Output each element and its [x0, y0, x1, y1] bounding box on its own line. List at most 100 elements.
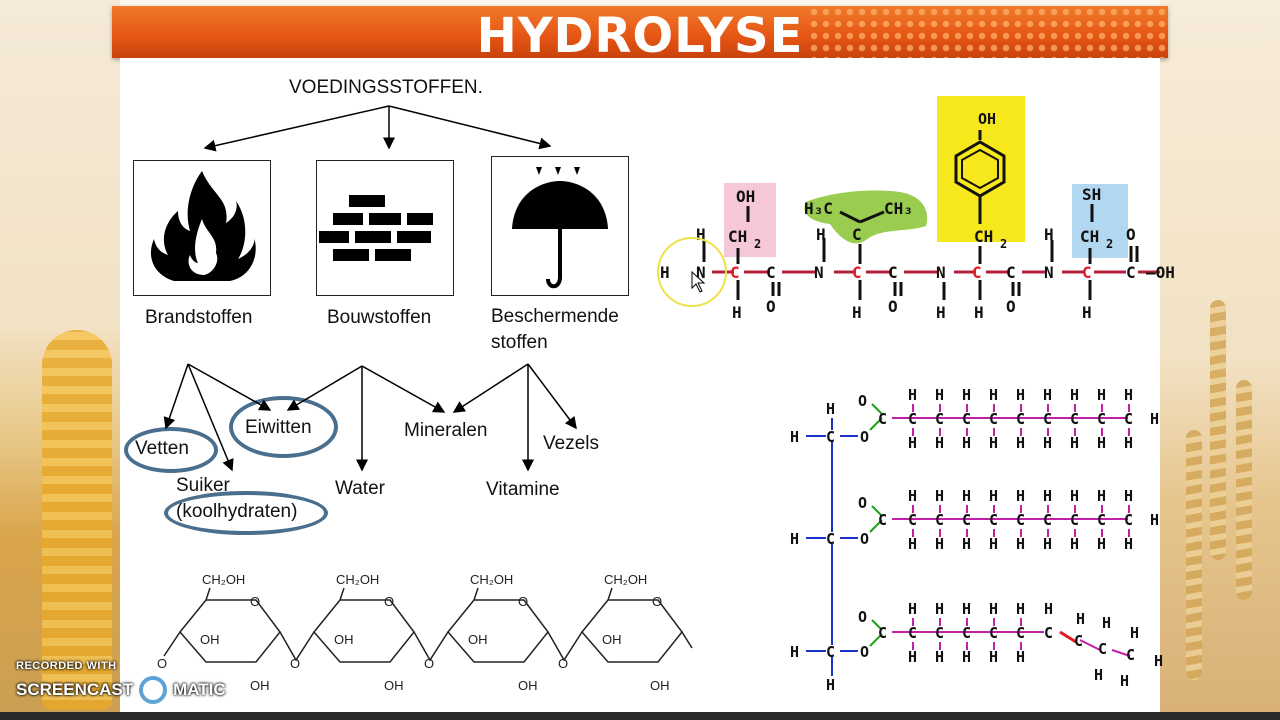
svg-text:C: C: [935, 410, 944, 428]
svg-text:H: H: [935, 600, 944, 618]
svg-text:2: 2: [754, 237, 761, 251]
svg-text:H: H: [935, 434, 944, 452]
wheat-decoration: [1236, 380, 1252, 600]
svg-text:C: C: [962, 511, 971, 529]
svg-text:C: C: [1097, 410, 1106, 428]
svg-text:C: C: [1043, 511, 1052, 529]
svg-text:SH: SH: [1082, 185, 1101, 204]
svg-text:OH: OH: [384, 678, 404, 693]
svg-text:H: H: [1150, 410, 1159, 428]
svg-text:H: H: [936, 303, 946, 322]
watermark-brand-left: SCREENCAST: [16, 680, 134, 699]
label-brandstoffen: Brandstoffen: [145, 307, 253, 328]
svg-text:H: H: [1102, 614, 1111, 632]
highlight-eiwitten: [229, 396, 338, 458]
svg-text:C: C: [878, 410, 887, 428]
heading-voedingsstoffen: VOEDINGSSTOFFEN.: [289, 77, 483, 98]
svg-text:H: H: [732, 303, 742, 322]
svg-text:C: C: [766, 263, 776, 282]
svg-text:H: H: [1076, 610, 1085, 628]
svg-text:H: H: [908, 648, 917, 666]
svg-text:C: C: [852, 263, 862, 282]
svg-text:H: H: [1016, 600, 1025, 618]
svg-text:H: H: [908, 600, 917, 618]
svg-text:C: C: [1070, 511, 1079, 529]
svg-text:H: H: [962, 386, 971, 404]
corn-decoration: [42, 330, 112, 710]
svg-text:O: O: [558, 656, 568, 671]
svg-text:H: H: [790, 643, 799, 661]
svg-text:H: H: [1124, 487, 1133, 505]
svg-text:H: H: [790, 428, 799, 446]
label-vezels: Vezels: [543, 433, 599, 454]
svg-text:–OH: –OH: [1146, 263, 1175, 282]
svg-text:H₃C: H₃C: [804, 199, 833, 218]
svg-text:N: N: [696, 263, 706, 282]
svg-text:H: H: [826, 676, 835, 694]
svg-text:H: H: [962, 600, 971, 618]
svg-text:N: N: [814, 263, 824, 282]
label-suiker: Suiker: [176, 475, 230, 496]
title-dots-pattern: [808, 6, 1168, 58]
glucose-chain: [163, 587, 693, 663]
label-vitamine: Vitamine: [486, 479, 560, 500]
svg-text:O: O: [290, 656, 300, 671]
beschermende-stoffen-box: [491, 156, 629, 296]
label-stoffen: stoffen: [491, 332, 548, 353]
svg-text:O: O: [858, 608, 867, 626]
svg-text:H: H: [935, 386, 944, 404]
svg-text:H: H: [790, 530, 799, 548]
flame-icon: [150, 171, 256, 281]
svg-text:H: H: [1043, 434, 1052, 452]
svg-text:H: H: [1016, 648, 1025, 666]
svg-text:C: C: [878, 624, 887, 642]
svg-text:H: H: [1070, 434, 1079, 452]
svg-text:O: O: [858, 494, 867, 512]
svg-text:C: C: [1016, 624, 1025, 642]
label-bouwstoffen: Bouwstoffen: [327, 307, 432, 328]
label-mineralen: Mineralen: [404, 420, 488, 441]
svg-text:H: H: [962, 434, 971, 452]
svg-text:H: H: [1016, 434, 1025, 452]
svg-text:H: H: [989, 600, 998, 618]
svg-text:H: H: [1070, 487, 1079, 505]
svg-text:CH: CH: [974, 227, 993, 246]
svg-text:H: H: [1124, 386, 1133, 404]
svg-text:H: H: [1070, 535, 1079, 553]
svg-text:H: H: [989, 535, 998, 553]
svg-text:H: H: [696, 225, 706, 244]
label-beschermende: Beschermende: [491, 306, 619, 327]
svg-text:O: O: [1126, 225, 1136, 244]
svg-text:C: C: [878, 511, 887, 529]
svg-text:H: H: [826, 400, 835, 418]
svg-text:H: H: [1044, 225, 1054, 244]
svg-text:H: H: [1097, 535, 1106, 553]
wheat-decoration: [1186, 430, 1202, 680]
svg-text:C: C: [1074, 632, 1083, 650]
svg-text:C: C: [852, 225, 862, 244]
svg-text:C: C: [730, 263, 740, 282]
svg-text:H: H: [1070, 386, 1079, 404]
glucose-ring-4: [581, 587, 683, 663]
svg-text:C: C: [908, 624, 917, 642]
svg-text:C: C: [826, 530, 835, 548]
svg-text:H: H: [908, 434, 917, 452]
svg-text:H: H: [1094, 666, 1103, 684]
highlight-koolhydraten: [164, 491, 328, 535]
svg-text:OH: OH: [200, 632, 220, 647]
svg-text:H: H: [1016, 487, 1025, 505]
svg-text:OH: OH: [978, 110, 996, 128]
svg-text:H: H: [1082, 303, 1092, 322]
svg-text:O: O: [860, 643, 869, 661]
svg-text:N: N: [1044, 263, 1054, 282]
svg-text:C: C: [1126, 263, 1136, 282]
svg-text:H: H: [1097, 386, 1106, 404]
svg-text:C: C: [1043, 410, 1052, 428]
svg-text:O: O: [652, 594, 662, 609]
svg-text:C: C: [1098, 640, 1107, 658]
svg-text:2: 2: [1000, 237, 1007, 251]
svg-text:C: C: [1126, 646, 1135, 664]
svg-text:C: C: [1097, 511, 1106, 529]
